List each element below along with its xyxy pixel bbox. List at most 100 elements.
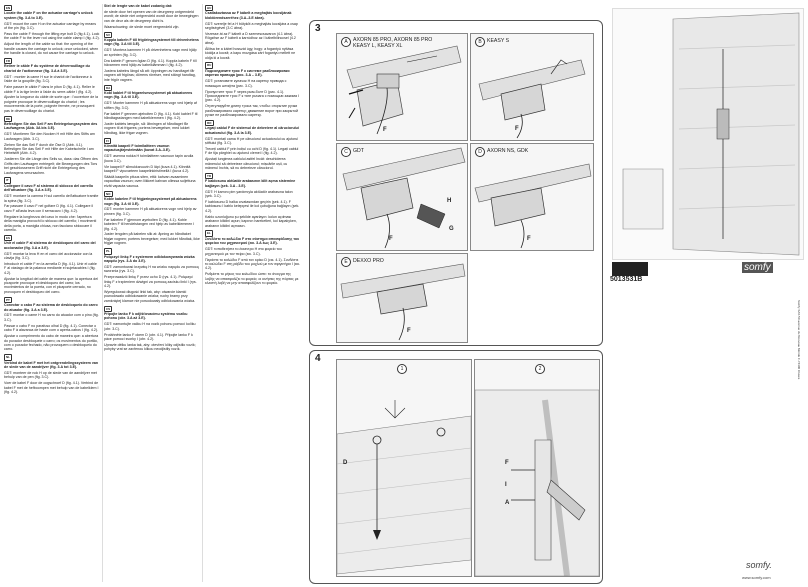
instruction-text: GDT: zamontować krzywkę H na wózku napęd… [104,264,199,274]
instruction-text: GDT: asenna nokka H toimilaitteen vaunuu… [104,154,194,163]
side-text: Somfy SAS 50 avenue du Nouveau Monde F-7… [797,300,801,380]
language-badge: PL [104,248,112,255]
instruction-text: Συνδέστε το καλώδιο F στο σύστημα απασφά… [205,236,300,246]
callout-f: F [505,460,509,466]
instruction-text: Legați cablul F de sistemul de debreiere… [205,126,299,135]
instruction-text: Отрегулируйте длину троса так, чтобы: от… [205,104,298,118]
figure-a: A AXORN 85 PRO, AXORN 85 PRO KEASY L, KE… [336,33,468,141]
instruction-text: Állítsa be a kábel hosszát úgy, hogy: a … [205,46,296,60]
language-badge: EL [205,230,213,237]
garage-illustration [622,12,800,256]
language-badge: CS [104,305,113,313]
instruction-text: Ajustar la longitud del cable de manera … [4,276,99,294]
instruction-text: GDT: montați cama H pe căruciorul actuat… [205,136,299,146]
figure-b-badge: B [475,37,485,47]
language-badge: HU [205,5,214,12]
instruction-text: Introducir el cable F en la armella D (f… [4,261,97,275]
instruction-text: Połączyć linkę F z systemem odblokowywan… [104,254,195,263]
figure-b-title: KEASY S [487,38,510,44]
instruction-text: Περάστε το καλώδιο F από τον κρίκο D (ει… [205,257,301,271]
instruction-text: Wyregulować długość linki tak, aby: otwa… [104,289,196,303]
instruction-text: GDT: Monter kammen H på aktuatorens vogn… [104,101,197,110]
callout-d: D [343,460,348,466]
instruction-text: Før kablet F gennem øjebolten D (fig. 4.… [104,111,198,121]
instruction-text: Przeprowadzić linkę F przez ucho D (rys.… [104,275,197,289]
instruction-text: Kobl kablet F til frigørelsessystemet på… [104,91,193,100]
instruction-text: Waarschuwing: de slede moet vergrendeld … [104,24,180,29]
instruction-text: Kablo uzunluğunu şu şekilde ayarlayın: k… [205,214,297,228]
figure-b: B KEASY S F [470,33,594,141]
instruction-text: Подсоедините трос F к системе разблокиро… [205,68,290,78]
instruction-text: GDT: monter kammen H på aktuatorens vogn… [104,207,197,216]
figure-4-2: 2 F I A [474,359,600,577]
instruction-text: GDT: τοποθετήστε το έκκεντρο H στο φορεί… [205,247,282,256]
language-badge: TR [205,173,213,180]
language-badge: FR [4,58,12,65]
instruction-text: Dra kabeln F genom öglan D (fig. 4.1). K… [104,58,197,67]
instruction-text: Justér kablets længde, så: åbningen af h… [104,121,190,135]
language-badge: DE [4,115,13,122]
language-badge: IT [4,177,11,184]
instruction-text: F kablosunu aktüatör arabasının kilit aç… [205,179,296,188]
instruction-text: Passar o cabo F no parafuso olhal D (fig… [4,323,99,333]
language-badge: DA [104,84,113,91]
instruction-text: Připojte lanko F k odjišťovacímu systému… [104,312,188,321]
instruction-text: GDT: szerelje fel a H bütyköt a meghajtá… [205,21,298,31]
instruction-text: Justieren Sie die Länge des Seils so, da… [4,157,98,175]
instruction-text: Faire passer le câble F dans le piton D … [4,85,95,94]
instruction-text: Ziehen Sie das Seil F durch die Öse D (A… [4,142,94,156]
instruction-text: GDT: monteer de nok H op de slede van de… [4,370,97,380]
instruction-text: GDT: H kamını pim yardımıyla aktüatör ar… [205,189,293,199]
language-badge: PT [4,296,12,304]
figure-c-title: GDT [353,148,364,154]
language-badge: NO [104,190,113,198]
callout-f: F [515,126,519,132]
figure-panel-4: 4 1 D 2 F I A [309,350,603,584]
instruction-text: Justera kabelns längd så att: öppningen … [104,68,196,82]
figure-d: D AXORN NS, GDK F [470,143,594,251]
figure-c: C GDT H G F [336,143,468,251]
language-badge: FI [104,137,111,145]
instruction-text: Pass the cable F through the lifting eye… [4,32,100,41]
figure-panel-3: 3 A AXORN 85 PRO, AXORN 85 PRO KEASY L, … [309,20,603,346]
figure-b-drawing [471,34,593,140]
instruction-text: Adjust the length of the cable so that: … [4,42,99,56]
callout-g: G [449,226,454,232]
instruction-text: Locate the cable F on the actuator carri… [4,11,93,20]
figure-e-title: DEXXO PRO [353,258,384,264]
callout-f: F [527,236,531,242]
column-divider [102,4,103,582]
callout-h: H [447,198,452,204]
instruction-text: Retirer le câble F du système de déverro… [4,64,90,73]
figure-c-badge: C [341,147,351,157]
instruction-text: de slede door het openen van de deurgree… [104,9,199,23]
instruction-text: Verbind de kabel F met het ontgrendeling… [4,360,99,370]
instruction-text: GDT: Montera kammen H på drivenhetens va… [104,48,197,57]
instruction-text: Unir el cable F al sistema de desbloqueo… [4,241,96,250]
instruction-text: Ajuster la longueur du câble de sorte qu… [4,95,98,113]
somfy-logo: somfy [742,262,773,273]
instruction-text: GDT: mount the cam H on the actuator car… [4,21,97,31]
instruction-text: Juster lengden på kabelen slik at: åpnin… [104,232,200,246]
instruction-text: GDT: namontujte vačku H na vozík pohonu … [104,322,196,331]
language-badge: SV [104,31,113,38]
cover-illustration [612,8,804,260]
figure-a-badge: A [341,37,351,47]
website: www.somfy.com [742,575,771,580]
figure-d-badge: D [475,147,485,157]
instruction-text: Säädä kaapelin pituus siten, että: kahva… [104,175,196,188]
callout-f: F [407,328,411,334]
